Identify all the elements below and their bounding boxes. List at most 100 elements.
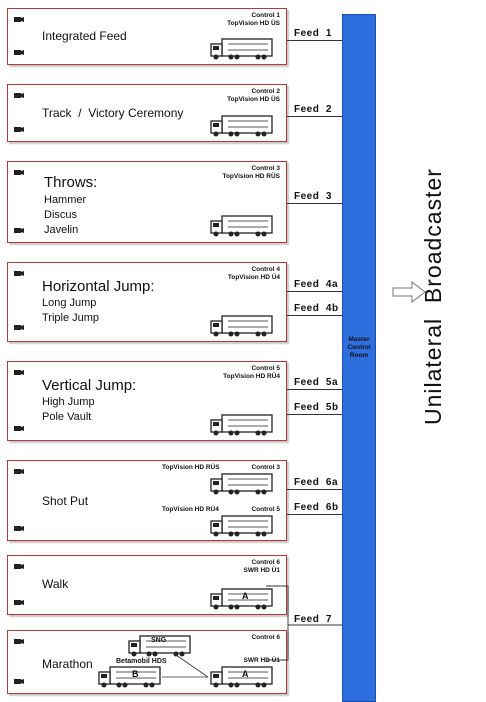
truck-label: B [132, 669, 139, 679]
venue-box-vertical-jump: Vertical Jump: High Jump Pole Vault Cont… [7, 361, 287, 441]
feed-line [287, 291, 342, 292]
control-name: Control 6 [251, 634, 280, 641]
camera-icon [14, 469, 24, 475]
control-name: Control 5 [251, 365, 280, 372]
control-name: Control 3 [251, 165, 280, 172]
camera-icon [14, 325, 24, 331]
event-item: Triple Jump [42, 312, 100, 324]
venue-title: Marathon [42, 657, 93, 671]
vehicle-name: TopVision HD Ü4 [227, 274, 280, 281]
master-control-room-label: Master Control Room [347, 336, 371, 359]
feed-label: Feed 3 [294, 191, 332, 202]
ob-truck-icon [208, 515, 274, 542]
feed-label: Feed 4a [294, 279, 339, 290]
camera-icon [14, 127, 24, 133]
vehicle-name: SWR HD Ü1 [243, 567, 280, 574]
control-name: Control 6 [251, 559, 280, 566]
venue-box-shot-put: Shot Put TopVision HD RÜS Control 3 TopV… [7, 460, 287, 541]
feed-line [287, 116, 342, 117]
vehicle-name: TopVision HD RÜS [222, 173, 280, 180]
feed-label: Feed 5b [294, 402, 339, 413]
vehicle-name: TopVision HD RÜS [162, 464, 220, 471]
venue-title: Horizontal Jump: [42, 278, 155, 295]
event-item: Hammer [44, 194, 87, 206]
unilateral-broadcaster-label: Unilateral Broadcaster [420, 168, 446, 425]
feed-line [287, 203, 342, 204]
control-name: Control 5 [251, 506, 280, 513]
arrow-right-icon [392, 281, 426, 303]
control-label: Control 2 TopVision HD ÜS [227, 88, 280, 104]
event-item: Javelin [44, 224, 79, 236]
venue-title: Shot Put [42, 494, 89, 508]
event-item: High Jump [42, 396, 95, 408]
camera-icon [14, 426, 24, 432]
control-label: Control 3 TopVision HD RÜS [222, 165, 280, 181]
control-label: Control 5 [251, 506, 280, 514]
control-label: SWR HD Ü1 [244, 657, 280, 665]
ob-truck-icon [208, 215, 274, 242]
feed-line [287, 40, 342, 41]
truck-label: A [242, 591, 249, 601]
control-label: Control 6 SWR HD Ü1 [244, 559, 280, 575]
feed-7-bracket [266, 585, 342, 661]
event-list: High Jump Pole Vault [42, 395, 95, 425]
vehicle-name: TopVision HD RÜ4 [162, 506, 219, 513]
feed-line [287, 315, 342, 316]
vehicle-name: TopVision HD ÜS [227, 96, 280, 103]
control-name: Control 3 [251, 464, 280, 471]
venue-title: Vertical Jump: [42, 377, 137, 394]
feed-line [287, 389, 342, 390]
camera-icon [14, 228, 24, 234]
camera-icon [14, 370, 24, 376]
sng-label: SNG [151, 637, 167, 644]
control-label: Control 4 TopVision HD Ü4 [228, 266, 280, 282]
control-label: Control 5 TopVision HD RÜ4 [223, 365, 280, 381]
control-label: Control 3 [251, 464, 280, 472]
camera-icon [14, 50, 24, 56]
control-label: TopVision HD RÜ4 [162, 506, 219, 514]
event-list: Hammer Discus Javelin [44, 193, 86, 238]
venue-box-horizontal-jump: Horizontal Jump: Long Jump Triple Jump C… [7, 262, 287, 342]
event-item: Pole Vault [42, 411, 92, 423]
camera-icon [14, 526, 24, 532]
camera-icon [14, 170, 24, 176]
feed-line [287, 489, 342, 490]
vehicle-name: SWR HD Ü1 [243, 657, 280, 664]
ob-truck-icon [208, 115, 274, 142]
feed-label: Feed 5a [294, 377, 339, 388]
camera-icon [14, 17, 24, 23]
camera-icon [14, 271, 24, 277]
vehicle-name: TopVision HD RÜ4 [223, 373, 280, 380]
venue-title: Track / Victory Ceremony [42, 106, 184, 120]
venue-title: Throws: [44, 174, 98, 191]
betamobil-label: Betamobil HDS [116, 658, 167, 665]
ob-truck-icon [208, 473, 274, 500]
feed-label: Feed 6b [294, 502, 339, 513]
control-label: Control 6 [251, 634, 280, 642]
feed-line [287, 514, 342, 515]
venue-box-walk: Walk Control 6 SWR HD Ü1 A [7, 555, 287, 615]
venue-box-integrated-feed: Integrated Feed Control 1 TopVision HD Ü… [7, 8, 287, 65]
event-item: Discus [44, 209, 78, 221]
ob-truck-icon [208, 588, 274, 615]
feed-label: Feed 2 [294, 104, 332, 115]
control-name: Control 1 [251, 12, 280, 19]
control-label: TopVision HD RÜS [162, 464, 220, 472]
ob-truck-icon [208, 315, 274, 342]
truck-connector [162, 654, 209, 678]
control-label: Control 1 TopVision HD ÜS [227, 12, 280, 28]
venue-box-track: Track / Victory Ceremony Control 2 TopVi… [7, 84, 287, 142]
venue-box-marathon: Marathon Control 6 SWR HD Ü1 SNG Betamob… [7, 630, 287, 694]
venue-title: Walk [42, 577, 69, 591]
master-control-room [342, 14, 376, 702]
camera-icon [14, 564, 24, 570]
feed-label: Feed 6a [294, 477, 339, 488]
feed-label: Feed 7 [294, 614, 332, 625]
feed-label: Feed 4b [294, 303, 339, 314]
camera-icon [14, 93, 24, 99]
camera-icon [14, 600, 24, 606]
event-list: Long Jump Triple Jump [42, 296, 99, 326]
control-name: Control 2 [251, 88, 280, 95]
control-name: Control 4 [251, 266, 280, 273]
vehicle-name: TopVision HD ÜS [227, 20, 280, 27]
